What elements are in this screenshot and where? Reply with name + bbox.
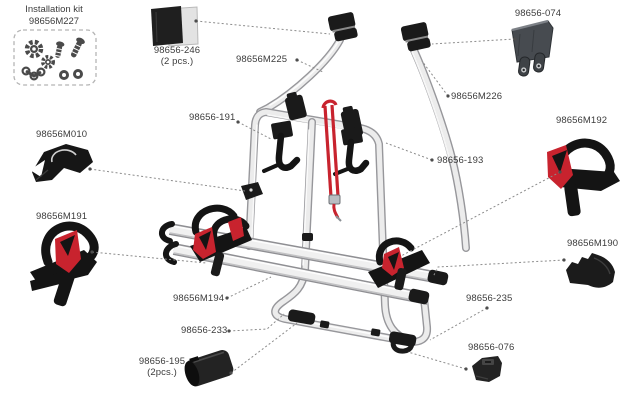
rail-end-cap-left-1 — [159, 221, 175, 244]
part-label-98656-191: 98656-191 — [189, 112, 236, 123]
installation-kit-part-number: 98656M227 — [28, 15, 80, 27]
installation-kit-box — [13, 29, 97, 86]
part-label-98656M190: 98656M190 — [567, 238, 619, 249]
rail-end-cap-left-2 — [163, 241, 179, 265]
red-strap — [321, 99, 342, 222]
part-label-98656M191: 98656M191 — [36, 211, 88, 222]
top-hook-left — [327, 12, 358, 42]
rail-end-cap-right-1 — [427, 269, 449, 286]
installation-kit-title-line: Installation kit — [25, 4, 83, 15]
part-rubber-sleeve — [184, 350, 234, 387]
main-frame — [245, 108, 414, 345]
support-bar-clip-2 — [370, 328, 381, 337]
part-label-98656M194: 98656M194 — [173, 293, 225, 304]
rail-end-cap-right-2 — [408, 288, 430, 305]
middle-tube-clip — [302, 233, 313, 241]
hanger-hook-right — [333, 126, 370, 176]
part-label-98656-074: 98656-074 — [514, 8, 562, 19]
part-label-98656-076: 98656-076 — [468, 342, 515, 353]
installation-kit-title: Installation kit 98656M227 — [6, 4, 102, 27]
frame-bracket-left-leg — [241, 182, 263, 200]
part-label-98656-235: 98656-235 — [466, 293, 513, 304]
part-end-clip — [472, 356, 502, 382]
part-frame-clamp — [30, 144, 93, 182]
part-qty: (2 pcs.) — [160, 56, 194, 67]
part-number: 98656-195 — [138, 356, 186, 367]
hanger-hook-left — [262, 120, 301, 173]
part-qty: (2pcs.) — [147, 367, 177, 378]
part-label-98656M226: 98656M226 — [451, 91, 503, 102]
part-number: 98656-246 — [153, 45, 201, 56]
support-bar-clip-1 — [319, 320, 330, 329]
wheel-holder-mounted-right — [368, 237, 430, 291]
upper-left-rail-tube — [256, 36, 344, 116]
gear-icon — [24, 39, 55, 69]
part-label-98656M010: 98656M010 — [36, 129, 88, 140]
top-hook-right — [400, 22, 431, 52]
nut-icon — [59, 69, 83, 80]
part-adhesive-plates — [151, 6, 199, 47]
part-label-98656M225: 98656M225 — [236, 54, 288, 65]
crossbar-clamp-left — [285, 91, 307, 121]
upper-right-rail-tube — [409, 44, 470, 252]
part-label-98656-246: 98656-246 (2 pcs.) — [141, 45, 213, 67]
wheel-holder-mounted-left — [190, 204, 252, 277]
part-label-98656M192: 98656M192 — [556, 115, 608, 126]
leader-lines — [88, 19, 566, 375]
part-wheel-holder-right — [547, 138, 620, 217]
support-bar-sleeve-1 — [287, 309, 316, 325]
part-label-98656-193: 98656-193 — [437, 155, 484, 166]
part-wheel-holder-left — [30, 221, 99, 307]
part-support-block — [566, 253, 615, 288]
part-label-98656-233: 98656-233 — [181, 325, 228, 336]
support-bar-end-grip — [390, 333, 415, 354]
chain-link-icon — [21, 66, 46, 81]
part-wall-bracket — [511, 19, 554, 77]
screw-icon — [55, 37, 85, 58]
part-label-98656-195: 98656-195 (2pcs.) — [130, 356, 194, 378]
